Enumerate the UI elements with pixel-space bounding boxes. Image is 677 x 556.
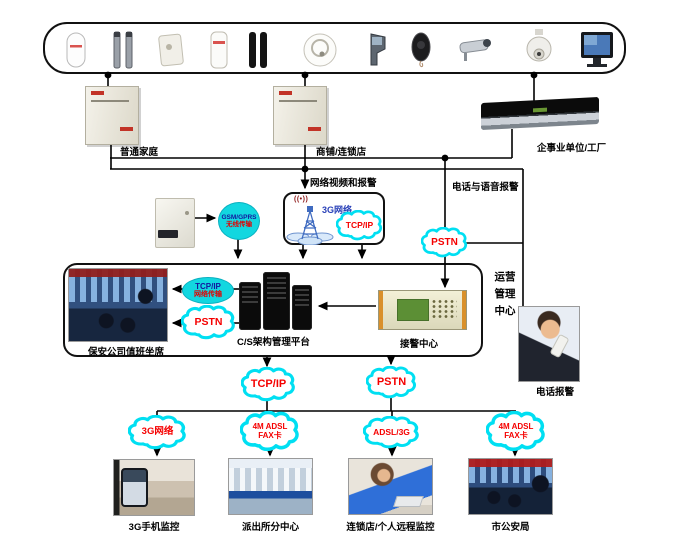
- cloud-label: PSTN: [194, 315, 223, 328]
- cs-platform-servers: [239, 272, 313, 332]
- server-tower: [239, 282, 261, 330]
- endpoint-photo-mobile: [113, 459, 195, 516]
- cloud-label: TCP/IP: [250, 378, 287, 391]
- round-siren-icon: [303, 33, 337, 67]
- radio-tower-icon: [286, 206, 334, 245]
- gsm-gprs-node: GSM/GPRS 无线传输: [218, 202, 260, 240]
- pstn-cloud-top: PSTN: [421, 227, 468, 258]
- wall-transmitter-icon: [158, 33, 184, 67]
- adsl-3g-cloud: ADSL/3G: [363, 416, 420, 449]
- pir-motion-sensor-icon: [66, 32, 86, 68]
- gsm-alarm-host: [155, 198, 195, 248]
- 4m-adsl-fax-cloud-1: 4M ADSL FAX卡: [240, 411, 300, 452]
- phone-operator-photo: [518, 306, 580, 382]
- pstn-cloud-bottom: PSTN: [366, 366, 417, 399]
- tcpip-cloud-3gbox: TCP/IP: [336, 210, 383, 241]
- endpoint-label-remote-user: 连锁店/个人远程监控: [346, 522, 435, 533]
- 3g-network-label: 3G网络: [322, 205, 353, 215]
- 4m-adsl-fax-cloud-2: 4M ADSL FAX卡: [486, 411, 546, 452]
- enterprise-label: 企事业单位/工厂: [537, 143, 607, 154]
- home-label: 普通家庭: [120, 147, 159, 158]
- remote-keyfob-icon: [411, 32, 431, 68]
- ptz-dome-camera-icon: [526, 29, 552, 62]
- tcpip-cloud-bottom: TCP/IP: [241, 367, 296, 402]
- cloud-label: 4M ADSL FAX卡: [252, 421, 288, 441]
- operations-center-label: 运营 管理 中心: [487, 269, 523, 320]
- endpoint-photo-police-station: [228, 458, 313, 515]
- cloud-label: 3G网络: [141, 426, 174, 438]
- ops-line2: 管理: [494, 288, 516, 300]
- cloud-label: PSTN: [376, 376, 407, 389]
- phone-alarm-label: 电话报警: [536, 387, 575, 398]
- antenna-waves-glyph: ((•)): [294, 196, 309, 203]
- tcpip-node-line1: TCP/IP: [195, 281, 221, 291]
- server-tower: [292, 285, 312, 330]
- gsm-node-line2: 无线传输: [226, 221, 252, 228]
- ops-line3: 中心: [494, 305, 516, 317]
- junction-dots: [104, 71, 538, 173]
- endpoint-label-mobile: 3G手机监控: [128, 522, 180, 533]
- cloud-label: ADSL/3G: [373, 426, 410, 437]
- gsm-node-line1: GSM/GPRS: [221, 213, 257, 221]
- edge-phone-voice-label: 电话与语音报警: [452, 182, 519, 193]
- security-company-seats-label: 保安公司值班坐席: [88, 347, 165, 358]
- tcpip-transmission-node: TCP/IP 网络传输: [182, 277, 234, 304]
- motion-detector-icon: [210, 31, 228, 69]
- ir-beam-pair-black-icon: [249, 32, 267, 68]
- alarm-receiving-device: [378, 290, 467, 330]
- cloud-label: TCP/IP: [345, 219, 374, 230]
- alarm-panel-home: [85, 86, 139, 145]
- tcpip-node-line2: 网络传输: [194, 291, 222, 299]
- endpoint-label-psb: 市公安局: [491, 522, 530, 533]
- alarm-panel-shop: [273, 86, 327, 145]
- outdoor-detector-icon: [370, 33, 386, 66]
- bullet-camera-icon: [459, 39, 491, 61]
- edge-network-video-label: 网络视频和报警: [310, 178, 377, 189]
- cloud-label-line1: 4M ADSL: [498, 421, 534, 431]
- cloud-label: 4M ADSL FAX卡: [498, 421, 534, 441]
- ir-beam-pair-silver-icon: [113, 31, 133, 69]
- alarm-center-label: 接警中心: [400, 339, 439, 350]
- cloud-label: PSTN: [431, 237, 458, 248]
- endpoint-photo-psb: [468, 458, 553, 515]
- 3g-network-cloud: 3G网络: [128, 415, 187, 450]
- endpoint-photo-remote-user: [348, 458, 433, 515]
- cloud-label-line2: FAX卡: [258, 430, 282, 440]
- pstn-cloud-inner: PSTN: [181, 305, 236, 340]
- security-company-seats-photo: [68, 268, 168, 342]
- endpoint-label-police-station: 派出所分中心: [241, 522, 299, 533]
- cloud-label-line1: 4M ADSL: [252, 421, 288, 431]
- server-tower: [263, 272, 290, 330]
- ops-line1: 运营: [494, 271, 516, 283]
- cs-platform-label: C/S架构管理平台: [237, 337, 310, 348]
- cloud-label-line2: FAX卡: [504, 430, 528, 440]
- shop-label: 商铺/连锁店: [316, 147, 367, 158]
- cctv-monitor-icon: [581, 32, 613, 67]
